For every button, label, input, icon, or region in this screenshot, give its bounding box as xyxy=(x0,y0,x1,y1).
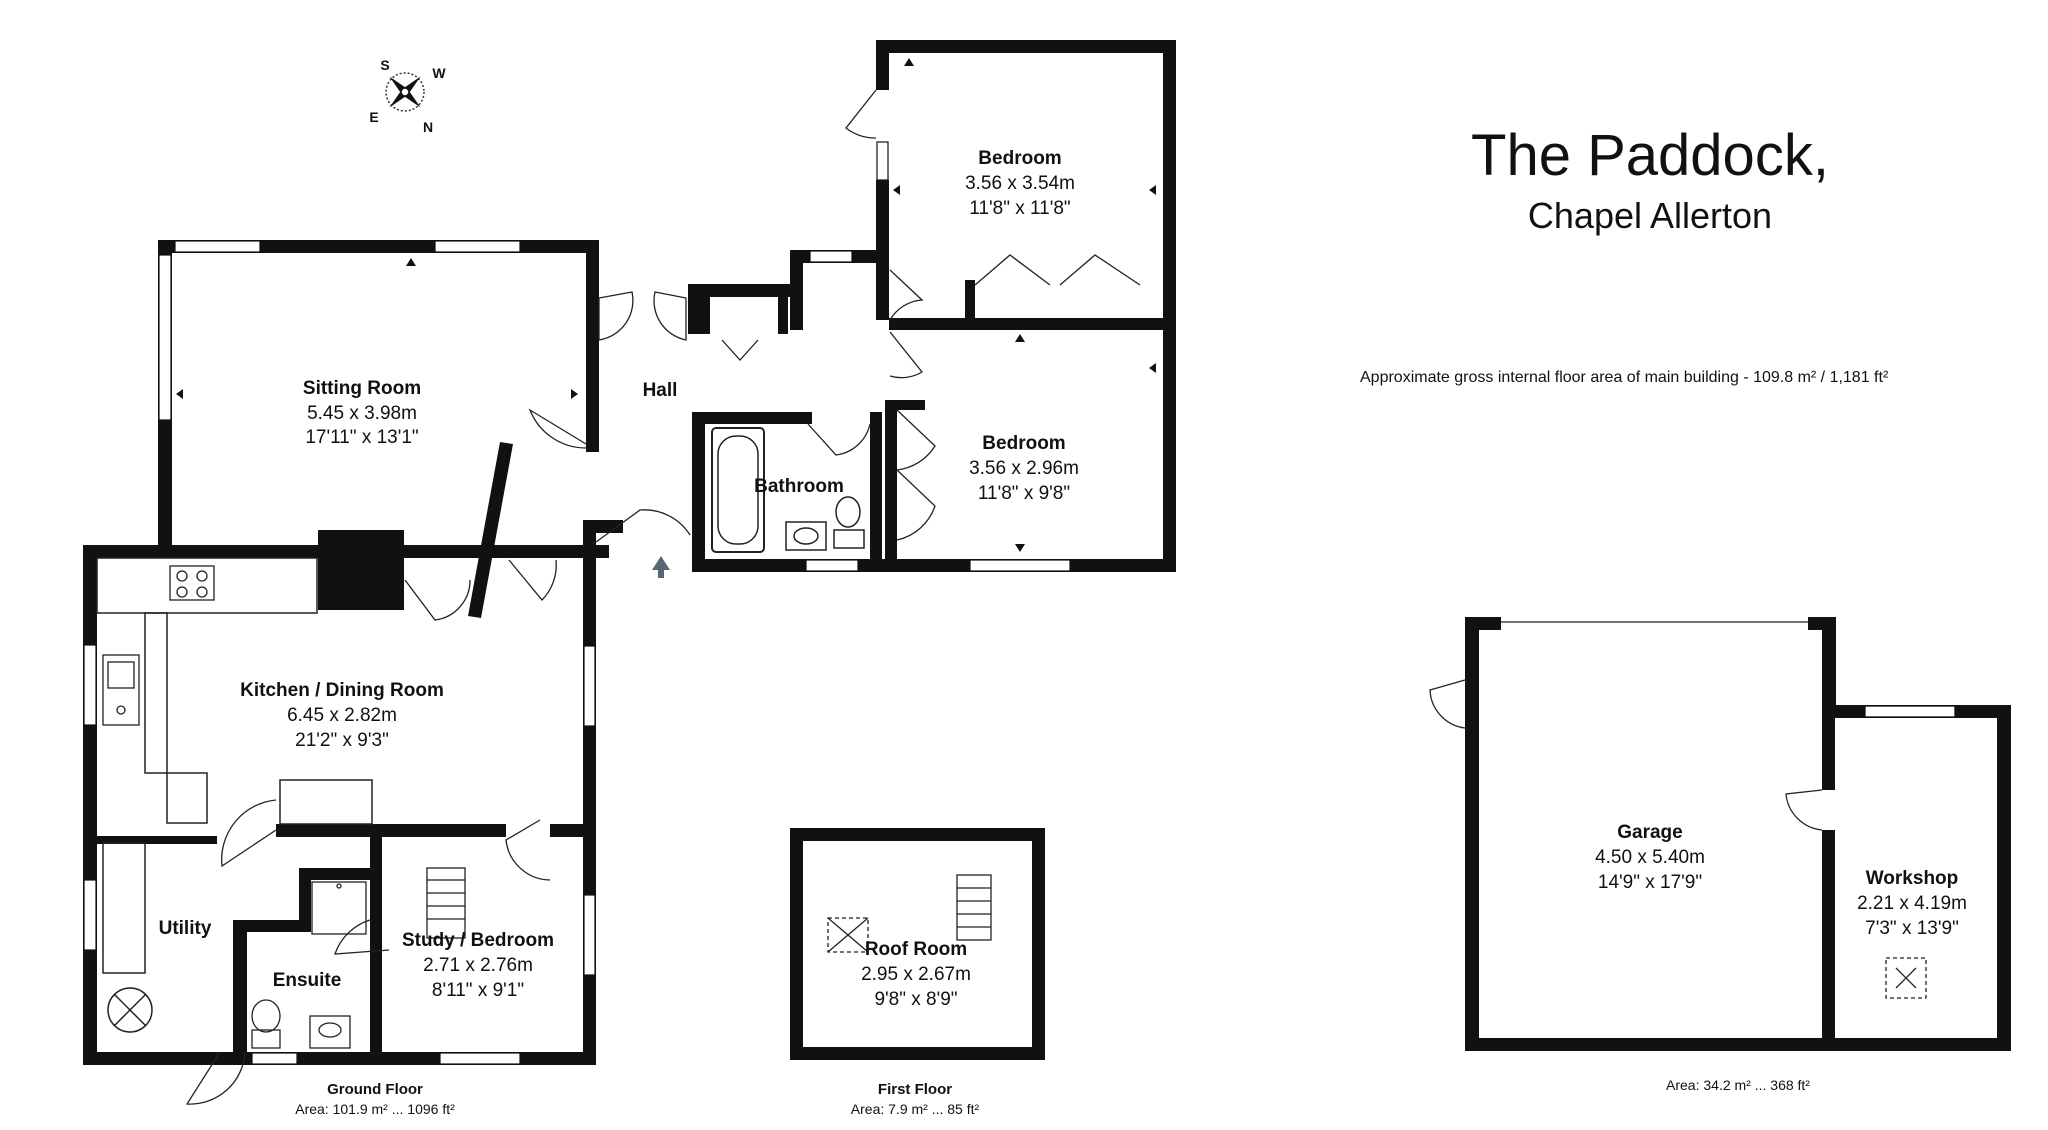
compass-n: N xyxy=(423,119,433,135)
room-metric: 5.45 x 3.98m xyxy=(307,403,417,424)
room-metric: 2.95 x 2.67m xyxy=(861,964,971,985)
garage-walls xyxy=(1465,617,2011,1051)
room-name: Study / Bedroom xyxy=(402,930,554,951)
windows xyxy=(83,141,1071,1065)
entrance-arrow-icon xyxy=(652,556,670,578)
room-bathroom: Bathroom xyxy=(754,476,844,497)
hob-icon xyxy=(169,565,215,601)
room-imperial: 14'9" x 17'9" xyxy=(1598,872,1702,893)
caption-first-floor: First Floor Area: 7.9 m² ... 85 ft² xyxy=(851,1081,980,1117)
wall-markers xyxy=(176,58,1156,555)
room-name: Roof Room xyxy=(865,939,967,960)
gross-area-note: Approximate gross internal floor area of… xyxy=(1360,369,1889,386)
roof-room-fixtures xyxy=(827,874,992,953)
room-garage: Garage 4.50 x 5.40m 14'9" x 17'9" xyxy=(1595,822,1705,893)
room-name: Garage xyxy=(1617,822,1682,843)
room-study: Study / Bedroom 2.71 x 2.76m 8'11" x 9'1… xyxy=(402,930,554,1001)
compass-rose-icon: S W E N xyxy=(369,57,446,135)
room-ensuite: Ensuite xyxy=(273,970,342,991)
room-hall: Hall xyxy=(643,380,678,401)
room-imperial: 17'11" x 13'1" xyxy=(305,427,418,448)
room-imperial: 11'8" x 9'8" xyxy=(978,483,1070,504)
room-metric: 3.56 x 2.96m xyxy=(969,458,1079,479)
sink-icon xyxy=(102,654,140,726)
boiler-icon xyxy=(107,987,153,1033)
floor-name: First Floor xyxy=(878,1081,952,1098)
room-utility: Utility xyxy=(159,918,212,939)
floor-area: Area: 7.9 m² ... 85 ft² xyxy=(851,1101,980,1117)
room-metric: 2.71 x 2.76m xyxy=(423,955,533,976)
roof-room-walls xyxy=(790,828,1045,1060)
room-imperial: 8'11" x 9'1" xyxy=(432,980,524,1001)
room-name: Bedroom xyxy=(978,148,1061,169)
doors xyxy=(185,89,1141,1105)
room-bedroom-2: Bedroom 3.56 x 2.96m 11'8" x 9'8" xyxy=(969,433,1079,504)
room-metric: 2.21 x 4.19m xyxy=(1857,893,1967,914)
room-kitchen: Kitchen / Dining Room 6.45 x 2.82m 21'2"… xyxy=(240,680,444,751)
caption-outbuilding-area: Area: 34.2 m² ... 368 ft² xyxy=(1666,1077,1810,1093)
compass-e: E xyxy=(369,109,378,125)
room-name: Bedroom xyxy=(982,433,1065,454)
room-sitting-room: Sitting Room 5.45 x 3.98m 17'11" x 13'1" xyxy=(303,378,421,448)
property-location: Chapel Allerton xyxy=(1528,195,1772,236)
room-name: Workshop xyxy=(1866,868,1959,889)
room-metric: 6.45 x 2.82m xyxy=(287,705,397,726)
property-name: The Paddock, xyxy=(1471,123,1829,188)
room-imperial: 21'2" x 9'3" xyxy=(295,730,389,751)
room-metric: 3.56 x 3.54m xyxy=(965,173,1075,194)
room-imperial: 7'3" x 13'9" xyxy=(1865,918,1959,939)
room-metric: 4.50 x 5.40m xyxy=(1595,847,1705,868)
room-roof-room: Roof Room 2.95 x 2.67m 9'8" x 8'9" xyxy=(861,939,971,1010)
shower-icon xyxy=(311,881,367,935)
room-imperial: 9'8" x 8'9" xyxy=(874,989,957,1010)
room-bedroom-1: Bedroom 3.56 x 3.54m 11'8" x 11'8" xyxy=(965,148,1075,219)
compass-w: W xyxy=(432,65,446,81)
room-imperial: 11'8" x 11'8" xyxy=(969,198,1070,219)
room-name: Sitting Room xyxy=(303,378,421,399)
room-name: Kitchen / Dining Room xyxy=(240,680,444,701)
garage-fixtures xyxy=(1429,621,1956,999)
staircase-icon xyxy=(426,867,466,939)
floor-area: Area: 101.9 m² ... 1096 ft² xyxy=(295,1101,455,1117)
compass-s: S xyxy=(380,57,389,73)
caption-ground-floor: Ground Floor Area: 101.9 m² ... 1096 ft² xyxy=(295,1081,455,1117)
floor-name: Ground Floor xyxy=(327,1081,423,1098)
ensuite-fixtures xyxy=(251,999,351,1049)
room-workshop: Workshop 2.21 x 4.19m 7'3" x 13'9" xyxy=(1857,868,1967,939)
